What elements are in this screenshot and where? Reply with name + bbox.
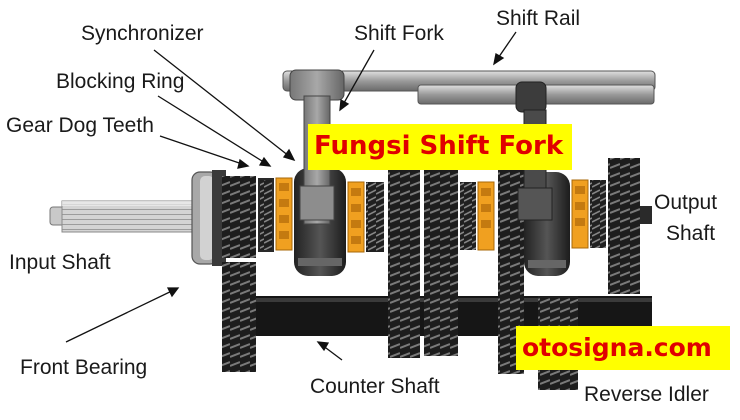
label-shift-rail: Shift Rail bbox=[496, 7, 581, 30]
label-shift-fork: Shift Fork bbox=[354, 22, 444, 45]
gear-dog-teeth-4 bbox=[590, 180, 606, 248]
label-output-shaft-line1: Output bbox=[654, 191, 718, 214]
label-counter-shaft: Counter Shaft bbox=[310, 375, 440, 398]
gear-dog-teeth-3 bbox=[460, 182, 476, 250]
leader-lines bbox=[65, 31, 517, 361]
output-gear bbox=[608, 158, 652, 294]
gear-dog-teeth-2 bbox=[366, 182, 384, 252]
label-blocking-ring: Blocking Ring bbox=[56, 70, 185, 93]
label-synchronizer: Synchronizer bbox=[81, 22, 204, 45]
second-gear bbox=[424, 160, 458, 356]
watermark: otosigna.com bbox=[516, 326, 730, 370]
diagram-title: Fungsi Shift Fork bbox=[308, 124, 572, 170]
blocking-ring-1 bbox=[275, 177, 293, 251]
counter-gear-front bbox=[222, 262, 256, 372]
gear-dog-teeth-1 bbox=[258, 178, 274, 252]
blocking-ring-4 bbox=[571, 179, 589, 249]
blocking-ring-3 bbox=[477, 181, 495, 251]
label-input-shaft: Input Shaft bbox=[9, 251, 111, 274]
label-output-shaft-line2: Shaft bbox=[666, 222, 716, 245]
blocking-ring-2 bbox=[347, 181, 365, 253]
main-drive-gear bbox=[222, 176, 256, 258]
label-gear-dog-teeth: Gear Dog Teeth bbox=[6, 114, 154, 137]
label-front-bearing: Front Bearing bbox=[20, 356, 148, 379]
third-gear bbox=[388, 168, 420, 358]
input-shaft bbox=[49, 200, 203, 233]
front-bearing bbox=[191, 170, 226, 266]
label-reverse-idler: Reverse Idler bbox=[584, 383, 709, 406]
